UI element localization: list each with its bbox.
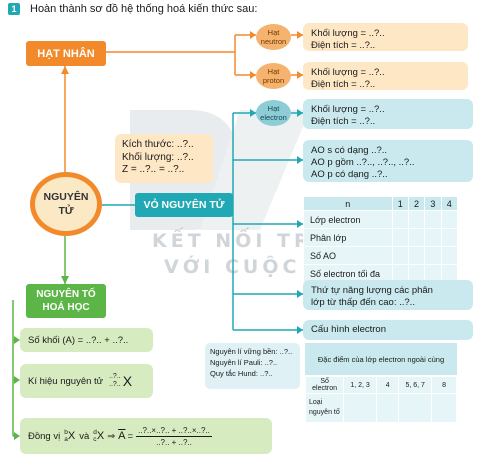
outer-table-row-label-2: nguyên tố <box>309 409 340 416</box>
shell-label: VỎ NGUYÊN TỬ <box>135 193 233 217</box>
electron-oval-line1: Hạt <box>267 104 280 113</box>
isotope-sup-2: d <box>93 429 97 436</box>
shell-table-header: 3 <box>424 196 442 211</box>
outer-table-cell: 1, 2, 3 <box>343 376 377 394</box>
shell-table: n 1 2 3 4 Lớp electron Phân lớp Số AO Số… <box>303 196 459 283</box>
isotope-numerator: ..?..×..?.. + ..?..×..?.. <box>136 425 212 437</box>
isotope-denominator: ..?.. + ..?.. <box>156 437 192 447</box>
shell-table-row: Số AO <box>303 246 393 265</box>
atom-size: Kích thước: ..?.. <box>122 139 194 150</box>
proton-oval-line2: proton <box>262 76 285 85</box>
ao-p-count: AO p gồm ..?.., ..?.., ..?.. <box>311 157 415 168</box>
proton-oval-line1: Hạt <box>267 67 280 76</box>
atom-label-2: TỬ <box>58 205 74 217</box>
electron-oval-line2: electron <box>260 113 287 122</box>
mass-number-text: Số khối (A) = ..?.. + ..?.. <box>28 334 129 346</box>
electron-box: Khối lượng = ..?.. Điện tích = ..?.. <box>303 99 473 129</box>
isotope-box: Đồng vị b a X và d c X ⇒ A = ..?..×..?..… <box>20 418 272 454</box>
proton-charge: Điện tích = ..?.. <box>311 79 376 90</box>
atom-size-box: Kích thước: ..?.. Khối lượng: ..?.. Z = … <box>115 134 213 183</box>
isotope-prefix: Đồng vị <box>28 430 61 442</box>
atom-label-1: NGUYÊN <box>43 191 89 203</box>
chemical-element-label: NGUYÊN TỐ HOÁ HỌC <box>26 284 106 318</box>
energy-order-box: Thứ tự năng lượng các phân lớp từ thấp đ… <box>303 280 473 310</box>
nucleus-label: HẠT NHÂN <box>26 41 106 66</box>
isotope-sup-1: b <box>64 429 68 436</box>
shell-table-row: Phân lớp <box>303 228 393 247</box>
symbol-number-blank: ..?.. <box>109 381 121 388</box>
ao-p-shape: AO p có dạng ..?.. <box>311 169 388 180</box>
proton-mass: Khối lượng = ..?.. <box>311 67 385 78</box>
neutron-oval-line1: Hạt <box>267 28 280 37</box>
isotope-arrow: ⇒ <box>107 430 116 442</box>
outer-table-title: Đặc điểm của lớp electron ngoài cùng <box>305 343 457 375</box>
atomic-symbol-label: Kí hiệu nguyên tử <box>28 375 104 387</box>
exercise-title: Hoàn thành sơ đồ hệ thống hoá kiến thức … <box>30 3 258 15</box>
neutron-box: Khối lượng = ..?.. Điện tích = ..?.. <box>303 23 468 51</box>
atom-z: Z = ..?.. = ..?.. <box>122 164 185 175</box>
rule-aufbau: Nguyên lí vững bền: ..?.. <box>210 347 293 356</box>
isotope-average-a: A <box>118 430 126 442</box>
proton-box: Khối lượng = ..?.. Điện tích = ..?.. <box>303 62 468 90</box>
rule-pauli: Nguyên lí Pauli: ..?.. <box>210 358 278 367</box>
energy-line-1: Thứ tự năng lượng các phân <box>311 285 433 296</box>
shell-table-header: 4 <box>440 196 459 211</box>
shell-table-header: 1 <box>391 196 409 211</box>
element-label-1: NGUYÊN TỐ <box>36 289 96 300</box>
electron-mass: Khối lượng = ..?.. <box>311 104 385 115</box>
rules-box: Nguyên lí vững bền: ..?.. Nguyên lí Paul… <box>205 343 300 389</box>
outer-table-cell: 5, 6, 7 <box>398 376 433 394</box>
neutron-mass: Khối lượng = ..?.. <box>311 28 385 39</box>
ao-box: AO s có dạng ..?.. AO p gồm ..?.., ..?..… <box>303 140 473 182</box>
outer-table-cell: 4 <box>375 376 400 394</box>
isotope-and: và <box>79 430 90 442</box>
mass-number-box: Số khối (A) = ..?.. + ..?.. <box>20 328 153 352</box>
atomic-symbol-box: Kí hiệu nguyên tử ..?.. ..?.. X <box>20 364 153 398</box>
electron-config-label: Cấu hình electron <box>311 324 386 335</box>
energy-line-2: lớp từ thấp đến cao: ..?.. <box>311 297 415 308</box>
element-label-2: HOÁ HỌC <box>42 302 90 313</box>
isotope-equals: = <box>127 430 134 442</box>
outer-table-cell: Số electron <box>304 376 345 394</box>
rule-hund: Quy tắc Hund: ..?.. <box>210 369 273 378</box>
atom-mass: Khối lượng: ..?.. <box>122 151 194 163</box>
atom-center: NGUYÊN TỬ <box>30 172 102 236</box>
electron-config-box: Cấu hình electron <box>303 320 473 340</box>
outer-table-row-label: Loại nguyên tố <box>304 393 345 423</box>
neutron-oval-line2: neutron <box>260 37 287 46</box>
shell-table-row: Lớp electron <box>303 210 393 229</box>
outer-table-cell: 8 <box>431 376 457 394</box>
electron-charge: Điện tích = ..?.. <box>311 116 376 127</box>
symbol-letter: X <box>122 373 133 389</box>
outer-table-row-label-1: Loại <box>309 399 323 406</box>
neutron-charge: Điện tích = ..?.. <box>311 40 376 51</box>
ao-s: AO s có dạng ..?.. <box>311 145 388 156</box>
outer-table: Số electron 1, 2, 3 4 5, 6, 7 8 Loại ngu… <box>304 376 457 423</box>
isotope-sub-2: c <box>93 436 97 443</box>
shell-table-header: 2 <box>407 196 426 211</box>
isotope-letter-2: X <box>96 430 105 442</box>
shell-table-header: n <box>303 196 393 211</box>
isotope-sub-1: a <box>64 436 68 443</box>
exercise-number: 1 <box>8 3 20 15</box>
isotope-letter-1: X <box>67 430 76 442</box>
symbol-mass-blank: ..?.. <box>109 373 121 380</box>
